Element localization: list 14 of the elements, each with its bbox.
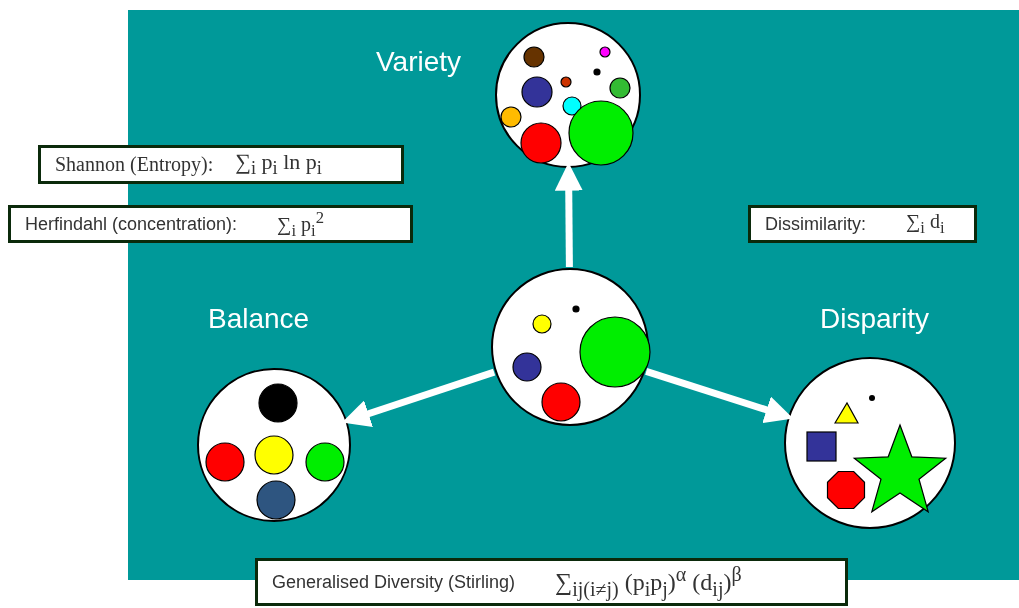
formula-text: ∑$_{i}$ d$_{i}$ <box>906 210 945 238</box>
heading-text: Variety <box>376 46 462 78</box>
formula-box <box>8 205 413 243</box>
formula-box <box>748 205 977 243</box>
measure-label: Shannon (Entropy): <box>55 153 214 176</box>
formula-text: ∑$_{i}$ p$_{i}$ ln p$_{i}$ <box>235 149 322 180</box>
heading-text: Disparity <box>820 303 929 335</box>
heading-text: Balance <box>208 303 310 335</box>
formula-box <box>38 145 404 184</box>
measure-label: Herfindahl (concentration): <box>25 213 238 235</box>
formula-text: ∑$_{ij(i≠j)}$ (p$_{i}$p$_{j}$)$^{α}$ (d$_{ij}$)$^{β}$ <box>555 563 742 601</box>
measure-label: Generalised Diversity (Stirling) <box>272 571 516 593</box>
measure-label: Dissimilarity: <box>765 213 866 235</box>
formula-box <box>255 558 848 606</box>
